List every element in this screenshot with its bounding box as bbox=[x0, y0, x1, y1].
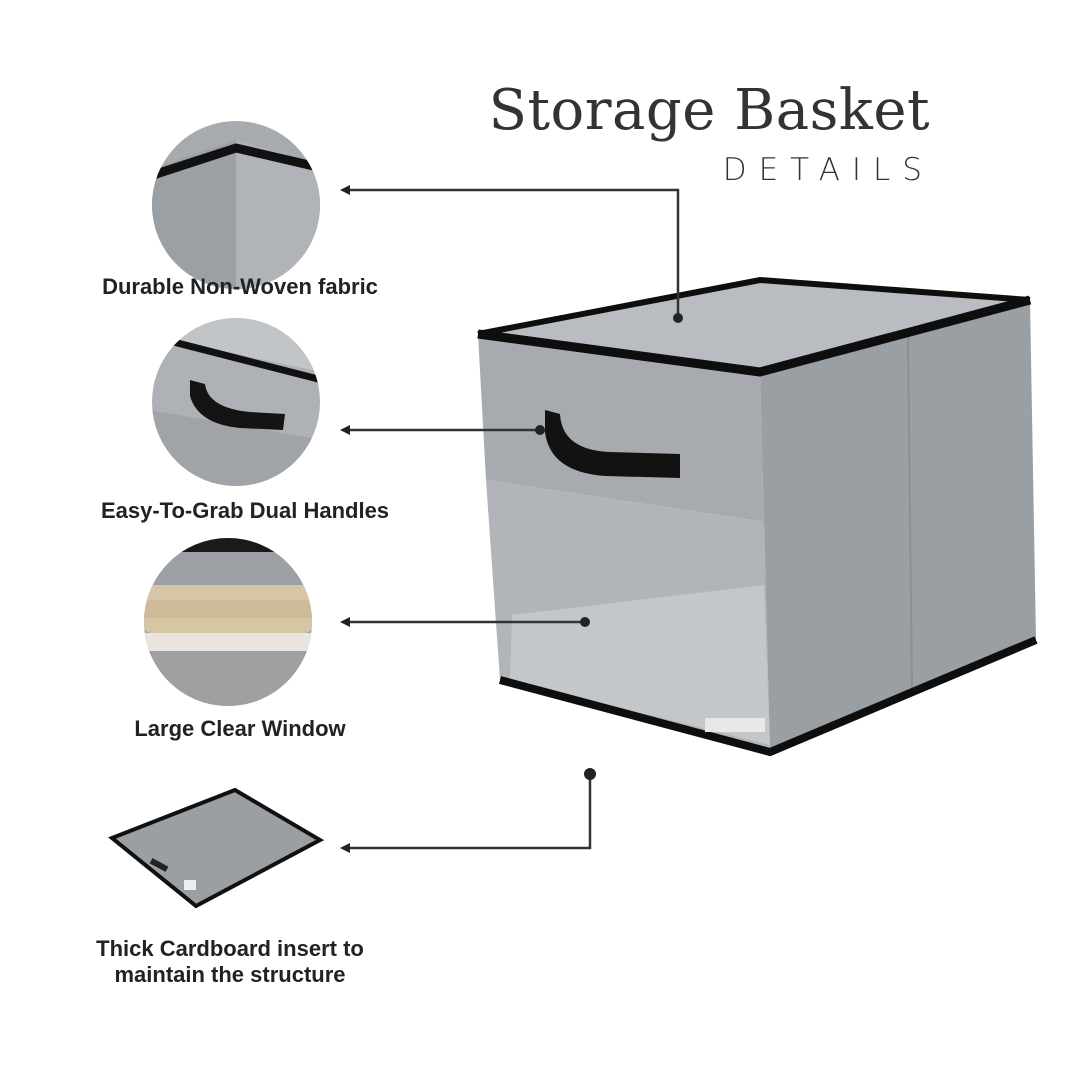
connector-insert bbox=[345, 774, 592, 850]
cardboard-insert-icon bbox=[108, 787, 325, 909]
connector-fabric bbox=[345, 188, 680, 318]
fabric-corner-icon bbox=[152, 121, 320, 289]
feature-label-fabric: Durable Non-Woven fabric bbox=[102, 274, 378, 299]
clear-window-icon bbox=[144, 538, 312, 706]
connector-lines bbox=[345, 188, 680, 850]
handle-icon bbox=[152, 318, 320, 486]
connector-dots bbox=[340, 185, 683, 853]
feature-label-window: Large Clear Window bbox=[134, 716, 346, 741]
storage-basket-image bbox=[477, 276, 1038, 757]
feature-label-insert-line1: Thick Cardboard insert to bbox=[96, 936, 364, 961]
page-title: Storage Basket bbox=[488, 78, 930, 143]
feature-label-handles: Easy-To-Grab Dual Handles bbox=[100, 498, 390, 523]
feature-label-insert-line2: maintain the structure bbox=[114, 962, 346, 987]
feature-label-insert: Thick Cardboard insert to maintain the s… bbox=[80, 936, 380, 988]
page-subtitle: DETAILS bbox=[722, 152, 934, 188]
